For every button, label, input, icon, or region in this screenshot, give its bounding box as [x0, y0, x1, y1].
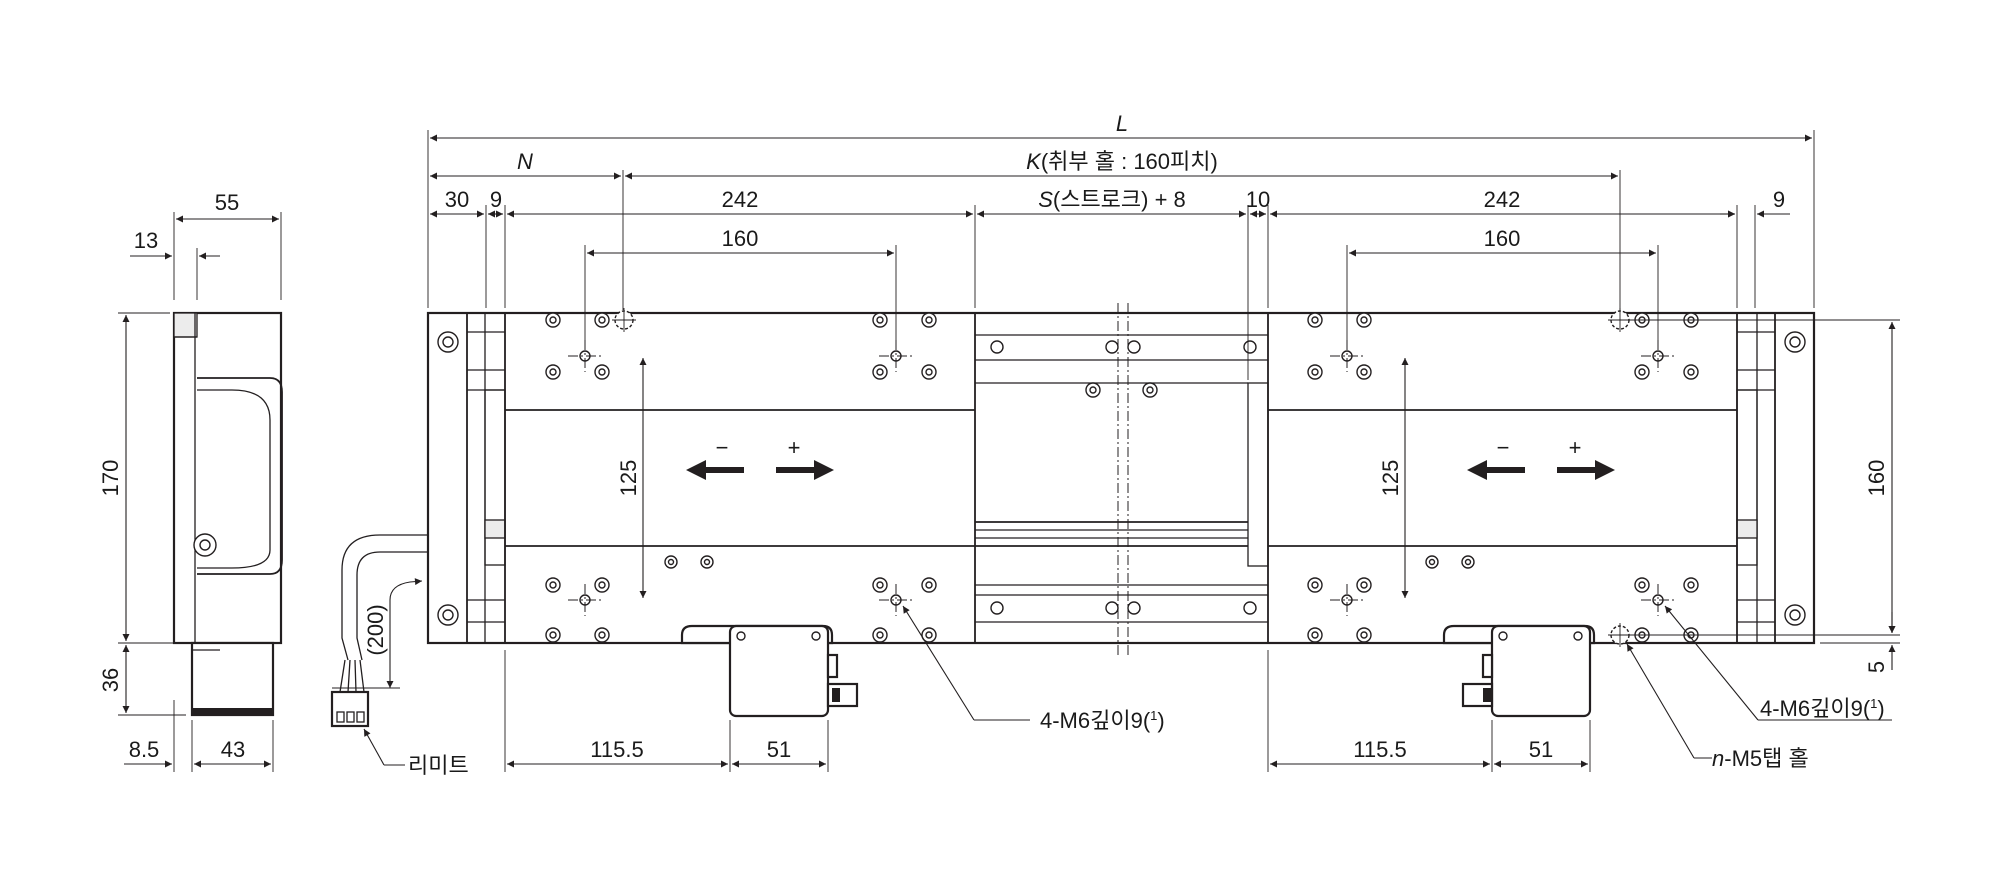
right-motor-box [1442, 624, 1596, 718]
dim-51-left: 51 [767, 737, 791, 762]
tap-hole-label: n-M5탭 홀 [1712, 746, 1809, 771]
dim-5: 5 [1864, 661, 1889, 673]
dim-8-5: 8.5 [129, 737, 160, 762]
limit-cable: (200) 리미트 [330, 534, 469, 778]
depth-label-right: 4-M6깊이9(1) [1760, 696, 1885, 721]
dim-242-left: 242 [722, 187, 759, 212]
side-view [172, 311, 283, 717]
dim-30: 30 [445, 187, 469, 212]
front-view-dimensions: L N K(취부 홀 : 160피치) 30 9 242 S(스트로크) + 8… [427, 111, 1900, 772]
plus-sign-right: + [1569, 435, 1582, 460]
dim-L: L [1116, 111, 1128, 136]
dim-43: 43 [221, 737, 245, 762]
dim-125-right: 125 [1378, 460, 1403, 497]
dim-55: 55 [215, 190, 239, 215]
plus-sign-left: + [788, 435, 801, 460]
dim-51-right: 51 [1529, 737, 1553, 762]
dim-10: 10 [1246, 187, 1270, 212]
dim-115-5-left: 115.5 [590, 737, 643, 762]
dim-K: K(취부 홀 : 160피치) [1026, 149, 1218, 174]
dim-115-5-right: 115.5 [1353, 737, 1406, 762]
dim-160-left: 160 [722, 226, 759, 251]
dim-9-right: 9 [1773, 187, 1785, 212]
dim-36: 36 [98, 668, 123, 692]
minus-sign-right: − [1497, 435, 1510, 460]
side-view-dimensions: 55 13 170 36 8.5 43 [98, 190, 282, 772]
motion-arrows-right: − + [1467, 435, 1615, 480]
dim-242-right: 242 [1484, 187, 1521, 212]
limit-label: 리미트 [408, 753, 469, 778]
left-table-holes [545, 308, 937, 643]
motion-arrows-left: − + [686, 435, 834, 480]
dim-N: N [517, 149, 533, 174]
dim-170: 170 [98, 460, 123, 497]
dim-stroke: S(스트로크) + 8 [1038, 187, 1186, 212]
minus-sign-left: − [716, 435, 729, 460]
dim-9-left: 9 [490, 187, 502, 212]
dim-160-right: 160 [1484, 226, 1521, 251]
front-view: − + − + [426, 303, 1816, 718]
dim-200: (200) [363, 604, 388, 655]
dim-13: 13 [134, 228, 158, 253]
left-motor-box [680, 624, 859, 718]
limit-connector [330, 690, 370, 728]
dim-125-left: 125 [616, 460, 641, 497]
depth-label-left: 4-M6깊이9(1) [1040, 708, 1165, 733]
dim-160-vertical: 160 [1864, 460, 1889, 497]
